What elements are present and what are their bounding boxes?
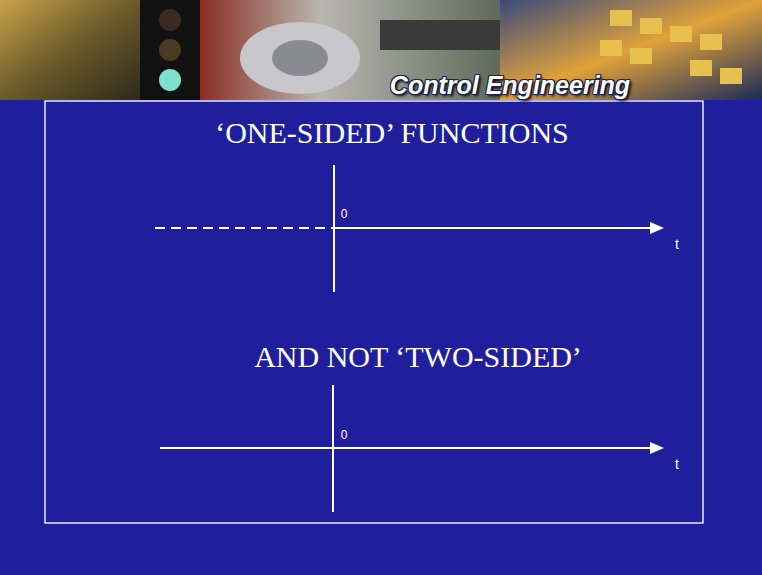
axis-label: t xyxy=(675,237,679,252)
lens-part xyxy=(272,40,328,76)
vertical-axis xyxy=(333,165,335,292)
lens-part xyxy=(240,22,360,94)
banner-photo xyxy=(0,0,140,100)
origin-label: 0 xyxy=(341,208,348,221)
slide-subheading: AND NOT ‘TWO-SIDED’ xyxy=(254,340,582,373)
banner-ground xyxy=(0,0,762,100)
banner-title: Control Engineering xyxy=(390,72,630,100)
header-banner xyxy=(0,0,762,100)
two-sided-axes xyxy=(160,385,652,512)
traffic-light-lamp xyxy=(159,9,181,31)
traffic-light-lamp xyxy=(159,69,181,91)
vertical-axis xyxy=(332,385,334,512)
arrow-head xyxy=(650,222,664,234)
traffic-light-body xyxy=(140,0,200,100)
traffic-light-lamp xyxy=(159,39,181,61)
slide-title: ‘ONE-SIDED’ FUNCTIONS xyxy=(215,116,569,149)
time-axis xyxy=(160,447,652,449)
arrow-head xyxy=(650,442,664,454)
machine-part xyxy=(380,20,500,50)
origin-label: 0 xyxy=(341,429,348,442)
axis-label: t xyxy=(675,457,679,472)
one-sided-axes xyxy=(155,165,652,292)
time-axis xyxy=(334,227,652,229)
dashed-axis xyxy=(155,227,333,229)
slide-frame xyxy=(45,101,703,523)
